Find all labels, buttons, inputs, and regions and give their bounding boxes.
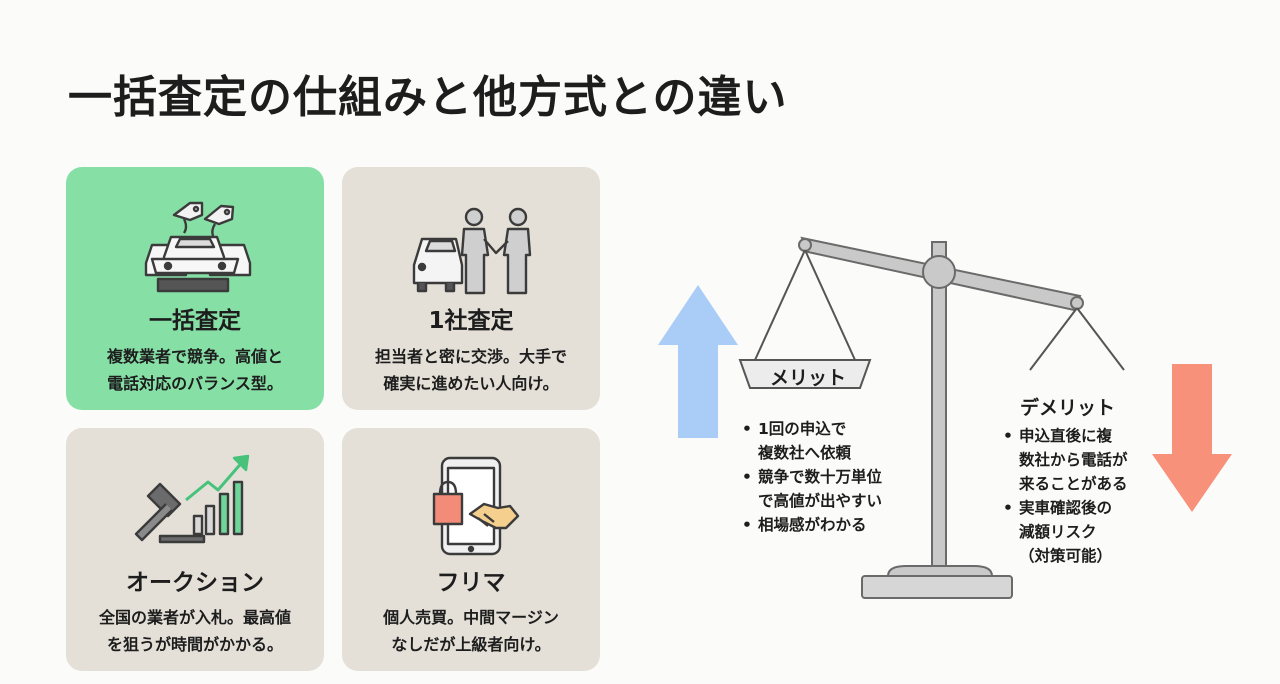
card-auction: オークション 全国の業者が入札。最高値 を狙うが時間がかかる。 xyxy=(66,428,324,671)
cars-with-price-tags-icon xyxy=(144,201,252,293)
card-title: 一括査定 xyxy=(149,308,241,334)
list-item: 申込直後に複 数社から電話が 来ることがある xyxy=(1001,424,1128,496)
card-description: 担当者と密に交渉。大手で 確実に進めたい人向け。 xyxy=(374,347,567,393)
list-item: 相場感がわかる xyxy=(740,513,882,537)
merit-list: 1回の申込で 複数社へ依頼 競争で数十万単位 で高値が出やすい 相場感がわかる xyxy=(740,417,882,537)
card-title: 1社査定 xyxy=(428,308,514,334)
list-item: 競争で数十万単位 で高値が出やすい xyxy=(740,465,882,513)
list-item: 実車確認後の 減額リスク （対策可能） xyxy=(1001,496,1128,568)
demerit-label: デメリット xyxy=(1020,397,1116,419)
card-single-appraisal: 1社査定 担当者と密に交渉。大手で 確実に進めたい人向け。 xyxy=(342,167,600,410)
scale-beam xyxy=(798,236,1084,312)
down-arrow-icon xyxy=(1152,364,1232,512)
card-description: 複数業者で競争。高値と 電話対応のバランス型。 xyxy=(106,347,283,393)
card-title: フリマ xyxy=(436,570,506,596)
card-bulk-appraisal: 一括査定 複数業者で競争。高値と 電話対応のバランス型。 xyxy=(66,167,324,410)
card-title: オークション xyxy=(126,570,264,596)
merit-label: メリット xyxy=(770,367,847,389)
card-flea-market: フリマ 個人売買。中間マージン なしだが上級者向け。 xyxy=(342,428,600,671)
scale-base xyxy=(861,241,1013,599)
list-item: 1回の申込で 複数社へ依頼 xyxy=(740,417,882,465)
page-title: 一括査定の仕組みと他方式との違い xyxy=(68,72,788,123)
demerit-pan xyxy=(1029,307,1125,371)
demerit-list: 申込直後に複 数社から電話が 来ることがある 実車確認後の 減額リスク （対策可… xyxy=(1001,424,1128,568)
gavel-rising-chart-icon xyxy=(134,454,250,544)
card-description: 個人売買。中間マージン なしだが上級者向け。 xyxy=(383,608,559,654)
merit-pan xyxy=(738,249,872,389)
car-handshake-icon xyxy=(412,207,532,295)
card-description: 全国の業者が入札。最高値 を狙うが時間がかかる。 xyxy=(98,608,291,654)
up-arrow-icon xyxy=(658,285,738,438)
smartphone-shopping-bag-handshake-icon xyxy=(432,456,520,556)
balance-scale xyxy=(658,236,1232,599)
